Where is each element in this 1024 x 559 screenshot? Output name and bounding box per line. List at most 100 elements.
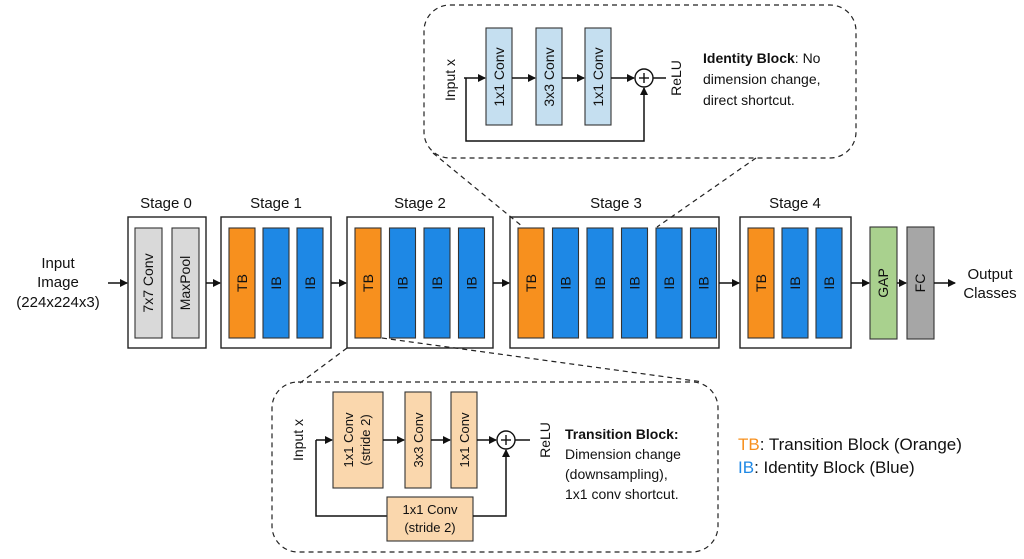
stage-2-identity-block [388, 227, 417, 339]
stage-3-block-label: IB [558, 276, 574, 289]
gap-label: GAP [875, 268, 891, 298]
identity-shortcut-path [465, 78, 648, 142]
identity-description-line2: dimension change, [703, 71, 821, 87]
stage-1-identity-block [262, 227, 290, 339]
transition-conv1-label: 1x1 Conv [341, 412, 356, 467]
transition-conv3-block [450, 391, 478, 489]
stage-4-block-label: TB [753, 274, 769, 292]
output-label: Output Classes [963, 266, 1016, 302]
stage-2-identity-block [457, 227, 486, 339]
stage-1-title: Stage 1 [250, 195, 302, 212]
transition-shortcut-conv-label: 1x1 Conv [403, 502, 458, 517]
transition-shortcut-path-right [473, 449, 510, 517]
identity-description-title: Identity Block [703, 50, 795, 66]
transition-description-title: Transition Block: [565, 426, 679, 442]
identity-description-line1: Identity Block: No [703, 50, 821, 66]
legend: TB: Transition Block (Orange) IB: Identi… [738, 435, 962, 477]
legend-tb-abbr: TB [738, 435, 760, 454]
identity-conv2-block [535, 27, 563, 126]
identity-callout-connector-right [656, 157, 757, 228]
transition-shortcut-conv-block [386, 496, 474, 542]
stage-4-transition-block [747, 227, 775, 339]
transition-shortcut-conv-stride: (stride 2) [404, 520, 455, 535]
stage-4-identity-block [815, 227, 843, 339]
stage-3-identity-block [586, 227, 614, 339]
stage-4-title: Stage 4 [769, 195, 821, 212]
stage-3-block-label: IB [592, 276, 608, 289]
stage-2-identity-block [423, 227, 451, 339]
fc-label: FC [912, 274, 928, 293]
stage-3-identity-block [551, 227, 580, 339]
stage-2-block-label: IB [429, 276, 445, 289]
stage-2-block-label: TB [360, 274, 376, 292]
identity-block-detail: Input x 1x1 Conv 3x3 Conv 1x1 Conv ReLU … [423, 4, 857, 228]
transition-input-label: Input x [290, 419, 306, 461]
identity-add-icon [634, 68, 654, 88]
identity-conv3-block [584, 27, 612, 126]
stage-0-maxpool-label: MaxPool [177, 256, 193, 310]
identity-description-line3: direct shortcut. [703, 92, 795, 108]
stage-1-block-label: TB [234, 274, 250, 292]
stage-3-identity-block [620, 227, 649, 339]
stage-0-maxpool-block [171, 227, 200, 339]
transition-description-line1: Dimension change [565, 446, 681, 462]
input-label-line1: Input [41, 255, 75, 272]
transition-add-icon [496, 430, 516, 450]
stage-1-identity-block [296, 227, 324, 339]
identity-detail-callout-border [423, 4, 857, 159]
transition-block-detail: Input x 1x1 Conv (stride 2) 3x3 Conv 1x1… [271, 337, 719, 553]
stage-1-transition-block [228, 227, 256, 339]
stage-0: Stage 0 7x7 Conv MaxPool [127, 195, 207, 349]
stage-3-transition-block [517, 227, 545, 339]
transition-conv3-label: 1x1 Conv [457, 412, 472, 467]
identity-relu-label: ReLU [668, 60, 684, 96]
legend-ib-text: : Identity Block (Blue) [754, 458, 915, 477]
legend-ib-abbr: IB [738, 458, 754, 477]
transition-description-line2: (downsampling), [565, 466, 668, 482]
transition-callout-connector-right [381, 337, 704, 383]
input-label: Input Image (224x224x3) [16, 255, 99, 311]
fc-block [906, 226, 935, 340]
identity-input-label: Input x [442, 59, 458, 101]
legend-tb: TB: Transition Block (Orange) [738, 435, 962, 454]
stage-3-block-label: IB [627, 276, 643, 289]
output-label-line2: Classes [963, 285, 1016, 302]
stage-3-block-label: IB [696, 276, 712, 289]
transition-relu-label: ReLU [537, 422, 553, 458]
identity-conv1-block [485, 27, 513, 126]
output-label-line1: Output [967, 266, 1013, 283]
transition-conv2-label: 3x3 Conv [411, 412, 426, 467]
stage-3-identity-block [655, 227, 683, 339]
input-label-line3: (224x224x3) [16, 294, 99, 311]
stage-3-block-label: IB [661, 276, 677, 289]
stage-3-box [509, 216, 720, 349]
stage-4-block-label: IB [787, 276, 803, 289]
stage-4-identity-block [781, 227, 809, 339]
stage-0-title: Stage 0 [140, 195, 192, 212]
stage-2-title: Stage 2 [394, 195, 446, 212]
input-label-line2: Image [37, 274, 79, 291]
stage-4: Stage 4 TB IB IB [739, 195, 852, 349]
stage-2-transition-block [354, 227, 382, 339]
identity-conv1-label: 1x1 Conv [491, 47, 507, 106]
identity-conv2-label: 3x3 Conv [541, 47, 557, 106]
legend-tb-text: : Transition Block (Orange) [760, 435, 962, 454]
transition-callout-connector-left [299, 347, 348, 384]
stage-4-block-label: IB [821, 276, 837, 289]
stage-0-conv7-block [134, 227, 163, 339]
stage-1-block-label: IB [268, 276, 284, 289]
stage-2-block-label: IB [395, 276, 411, 289]
stage-2-block-label: IB [464, 276, 480, 289]
identity-callout-connector-left [432, 152, 524, 228]
stage-1-block-label: IB [302, 276, 318, 289]
legend-ib: IB: Identity Block (Blue) [738, 458, 915, 477]
stage-0-conv7-label: 7x7 Conv [140, 253, 156, 312]
identity-description-text1: : No [795, 50, 821, 66]
stage-3-title: Stage 3 [590, 195, 642, 212]
stage-3-identity-block [689, 227, 718, 339]
transition-description-line3: 1x1 conv shortcut. [565, 486, 679, 502]
stage-2: Stage 2 TB IB IB IB [346, 195, 494, 349]
identity-conv3-label: 1x1 Conv [590, 47, 606, 106]
